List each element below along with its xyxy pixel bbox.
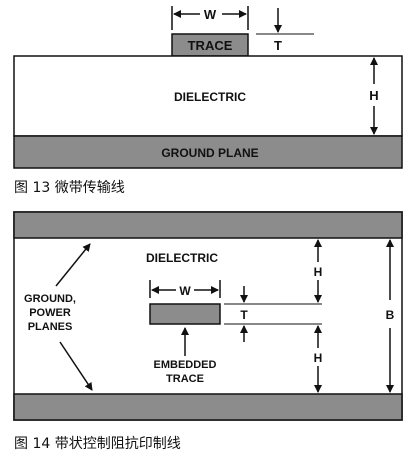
thickness-label: T (274, 38, 282, 53)
trace-label: TRACE (188, 38, 233, 53)
dielectric-label-2: DIELECTRIC (146, 251, 218, 265)
height-label: H (369, 88, 378, 103)
dielectric-layer (13, 55, 403, 137)
figure-14-caption: 图 14 带状控制阻抗印制线 (14, 436, 181, 452)
height-bottom-label: H (314, 351, 323, 365)
ground-power-label-line1: GROUND, (24, 293, 76, 305)
top-plane (13, 211, 403, 239)
ground-plane (13, 135, 403, 169)
total-height-label: B (386, 308, 395, 322)
embedded-trace-label-line2: TRACE (166, 373, 204, 385)
dielectric-label: DIELECTRIC (174, 90, 246, 104)
arrow-to-bottom-plane (59, 341, 93, 391)
figure-14: DIELECTRIC GROUND, POWER PLANES W T H H … (13, 211, 403, 452)
embedded-trace (149, 303, 221, 325)
ground-power-label-line3: PLANES (28, 321, 73, 333)
figure-13-caption: 图 13 微带传输线 (14, 180, 125, 196)
ground-power-label-line2: POWER (29, 307, 71, 319)
embedded-trace-label-line1: EMBEDDED (154, 359, 217, 371)
height-top-label: H (314, 265, 323, 279)
thickness-label-2: T (240, 308, 248, 322)
bottom-plane (13, 393, 403, 421)
width-label-2: W (179, 284, 191, 298)
width-label: W (204, 7, 217, 22)
arrow-to-top-plane (55, 243, 91, 287)
ground-plane-label: GROUND PLANE (161, 146, 258, 160)
figure-13: W TRACE T DIELECTRIC H GROUND PLANE 图 13… (13, 6, 403, 196)
